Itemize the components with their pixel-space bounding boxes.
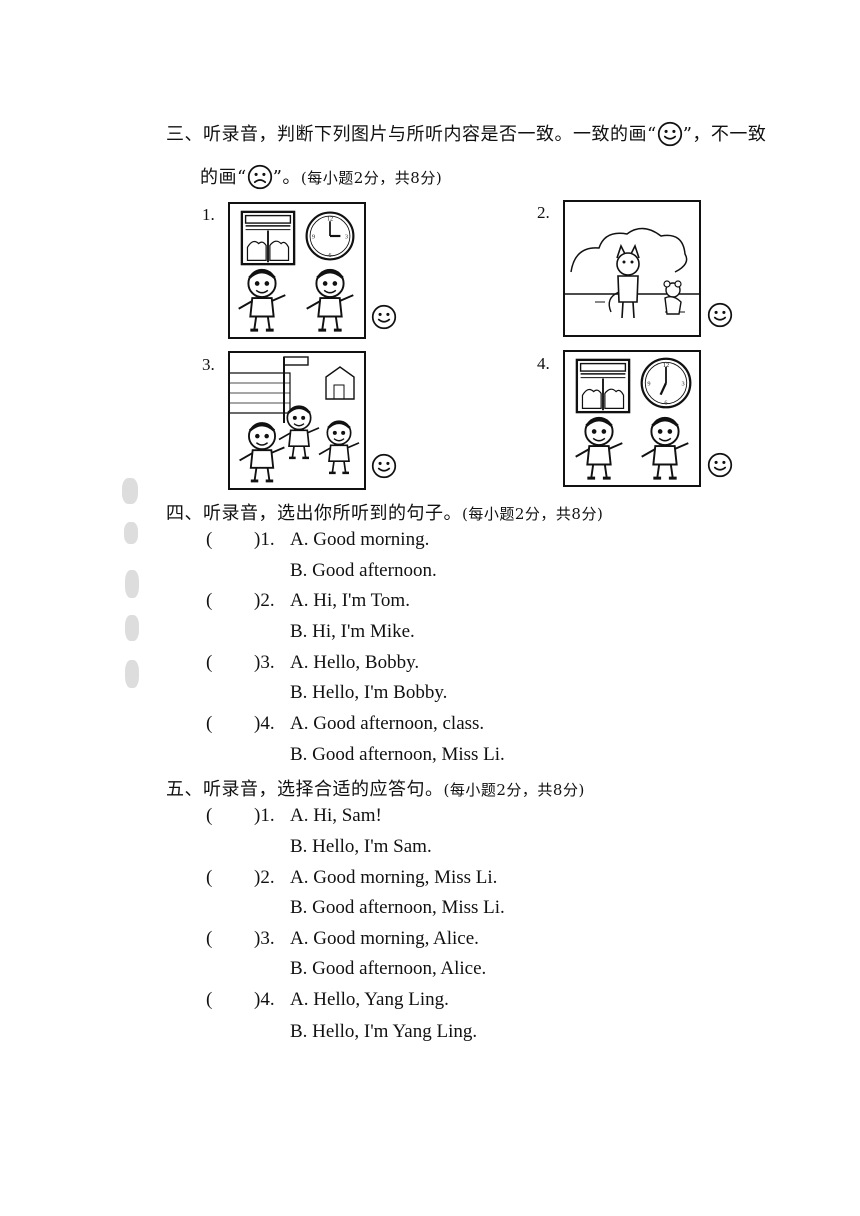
option-b: B. Good afternoon, Miss Li.	[290, 897, 505, 918]
answer-paren[interactable]: (	[206, 805, 213, 826]
option-a: A. Good morning.	[290, 529, 430, 550]
section4-title-text: 四、听录音，选出你所听到的句子。	[166, 503, 462, 524]
smiley-face-icon	[371, 453, 397, 479]
section3-title-line1: 三、听录音，判断下列图片与所听内容是否一致。一致的画“ ”，不一致	[166, 120, 766, 147]
section5-score-note: (每小题2分，共8分)	[443, 781, 585, 799]
picture-3-drawing	[230, 356, 361, 483]
option-a: A. Good morning, Alice.	[290, 928, 479, 949]
question-number: )1.	[254, 529, 275, 550]
option-b: B. Hello, I'm Bobby.	[290, 682, 448, 703]
picture-1-drawing	[237, 210, 355, 332]
section3-score-note: (每小题2分，共8分)	[300, 169, 443, 187]
option-a: A. Hi, I'm Tom.	[290, 590, 410, 611]
question-number: )3.	[254, 652, 275, 673]
option-a: A. Good afternoon, class.	[290, 713, 485, 734]
scan-smudge	[122, 478, 138, 504]
section4-score-note: (每小题2分，共8分)	[462, 505, 604, 523]
question-number: )2.	[254, 867, 275, 888]
scan-smudge	[125, 615, 139, 641]
smiley-face-icon	[707, 452, 733, 478]
option-a: A. Hello, Bobby.	[290, 652, 420, 673]
scan-smudge	[125, 660, 139, 688]
option-b: B. Good afternoon, Miss Li.	[290, 744, 505, 765]
answer-paren[interactable]: (	[206, 590, 213, 611]
option-a: A. Hello, Yang Ling.	[290, 989, 449, 1010]
option-b: B. Good afternoon, Alice.	[290, 958, 487, 979]
section3-title-part-b: ”，不一致	[682, 124, 767, 145]
question-number: )2.	[254, 590, 275, 611]
question-number: )4.	[254, 989, 275, 1010]
picture-4	[563, 350, 701, 487]
option-a: A. Hi, Sam!	[290, 805, 382, 826]
scan-smudge	[125, 570, 139, 598]
section5-title-text: 五、听录音，选择合适的应答句。	[166, 779, 444, 800]
picture-4-drawing	[574, 357, 692, 480]
section4-title: 四、听录音，选出你所听到的句子。(每小题2分，共8分)	[166, 499, 603, 525]
picture-number: 4.	[537, 354, 550, 373]
option-b: B. Hello, I'm Sam.	[290, 836, 432, 857]
question-number: )3.	[254, 928, 275, 949]
smiley-face-icon	[371, 304, 397, 330]
picture-1	[228, 202, 366, 339]
answer-paren[interactable]: (	[206, 713, 213, 734]
answer-paren[interactable]: (	[206, 652, 213, 673]
section3-title-part-d: ”。	[272, 167, 301, 188]
smiley-face-icon	[657, 121, 683, 147]
option-b: B. Hi, I'm Mike.	[290, 621, 415, 642]
option-b: B. Good afternoon.	[290, 560, 437, 581]
sad-face-icon	[247, 164, 273, 190]
question-number: )1.	[254, 805, 275, 826]
section3-title-line2: 的画“ ”。(每小题2分，共8分)	[200, 163, 442, 190]
picture-2-drawing	[565, 227, 699, 319]
section5-title: 五、听录音，选择合适的应答句。(每小题2分，共8分)	[166, 775, 585, 801]
answer-paren[interactable]: (	[206, 867, 213, 888]
picture-2	[563, 200, 701, 337]
section3-title-part-a: 三、听录音，判断下列图片与所听内容是否一致。一致的画“	[166, 124, 657, 145]
answer-paren[interactable]: (	[206, 989, 213, 1010]
option-b: B. Hello, I'm Yang Ling.	[290, 1021, 478, 1042]
option-a: A. Good morning, Miss Li.	[290, 867, 498, 888]
picture-number: 1.	[202, 205, 215, 224]
picture-3	[228, 351, 366, 490]
picture-number: 3.	[202, 355, 215, 374]
smiley-face-icon	[707, 302, 733, 328]
picture-number: 2.	[537, 203, 550, 222]
question-number: )4.	[254, 713, 275, 734]
answer-paren[interactable]: (	[206, 529, 213, 550]
scan-smudge	[124, 522, 138, 544]
section3-title-part-c: 的画“	[200, 167, 247, 188]
answer-paren[interactable]: (	[206, 928, 213, 949]
